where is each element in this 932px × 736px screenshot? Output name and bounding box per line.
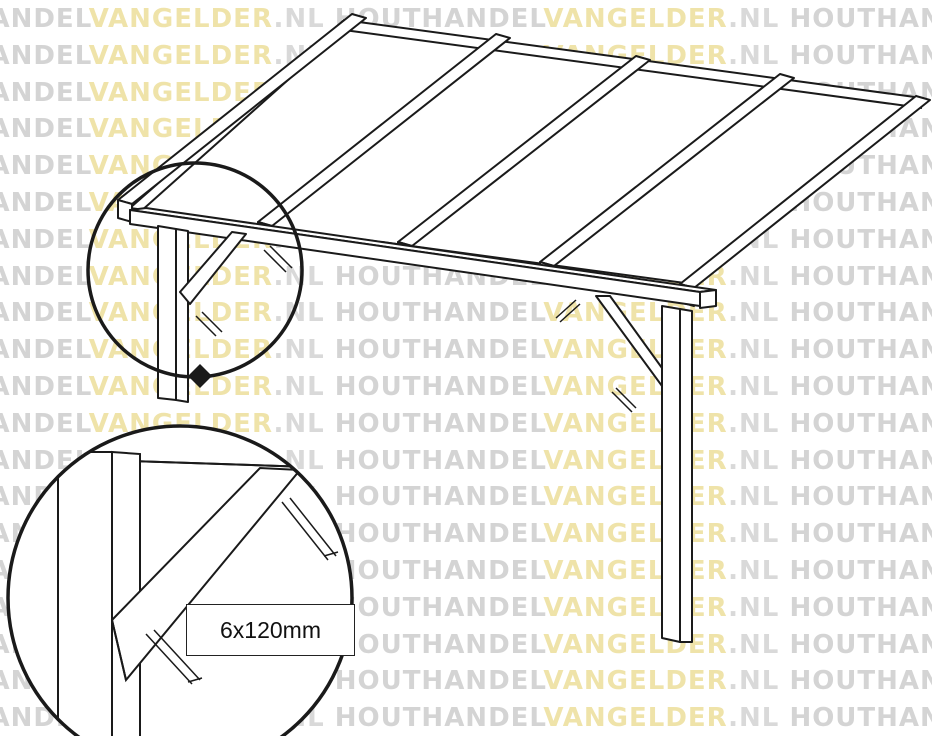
screws-main xyxy=(195,245,637,413)
watermark-row: HOUTHANDELVANGELDER.NL HOUTHANDELVANGELD… xyxy=(0,408,932,439)
screws-detail xyxy=(145,497,339,685)
posts xyxy=(157,225,693,643)
carport-frame xyxy=(117,13,931,643)
rafters xyxy=(117,13,931,307)
screw-spec-label: 6x120mm xyxy=(186,604,355,656)
screw-spec-text: 6x120mm xyxy=(220,616,321,643)
magnified-detail xyxy=(6,424,354,736)
detail-highlight-circle xyxy=(86,161,304,388)
front-beam xyxy=(129,207,717,309)
pointer-arrow xyxy=(188,364,212,388)
watermark-row: HOUTHANDELVANGELDER.NL HOUTHANDELVANGELD… xyxy=(0,4,932,34)
knee-braces xyxy=(179,231,663,387)
